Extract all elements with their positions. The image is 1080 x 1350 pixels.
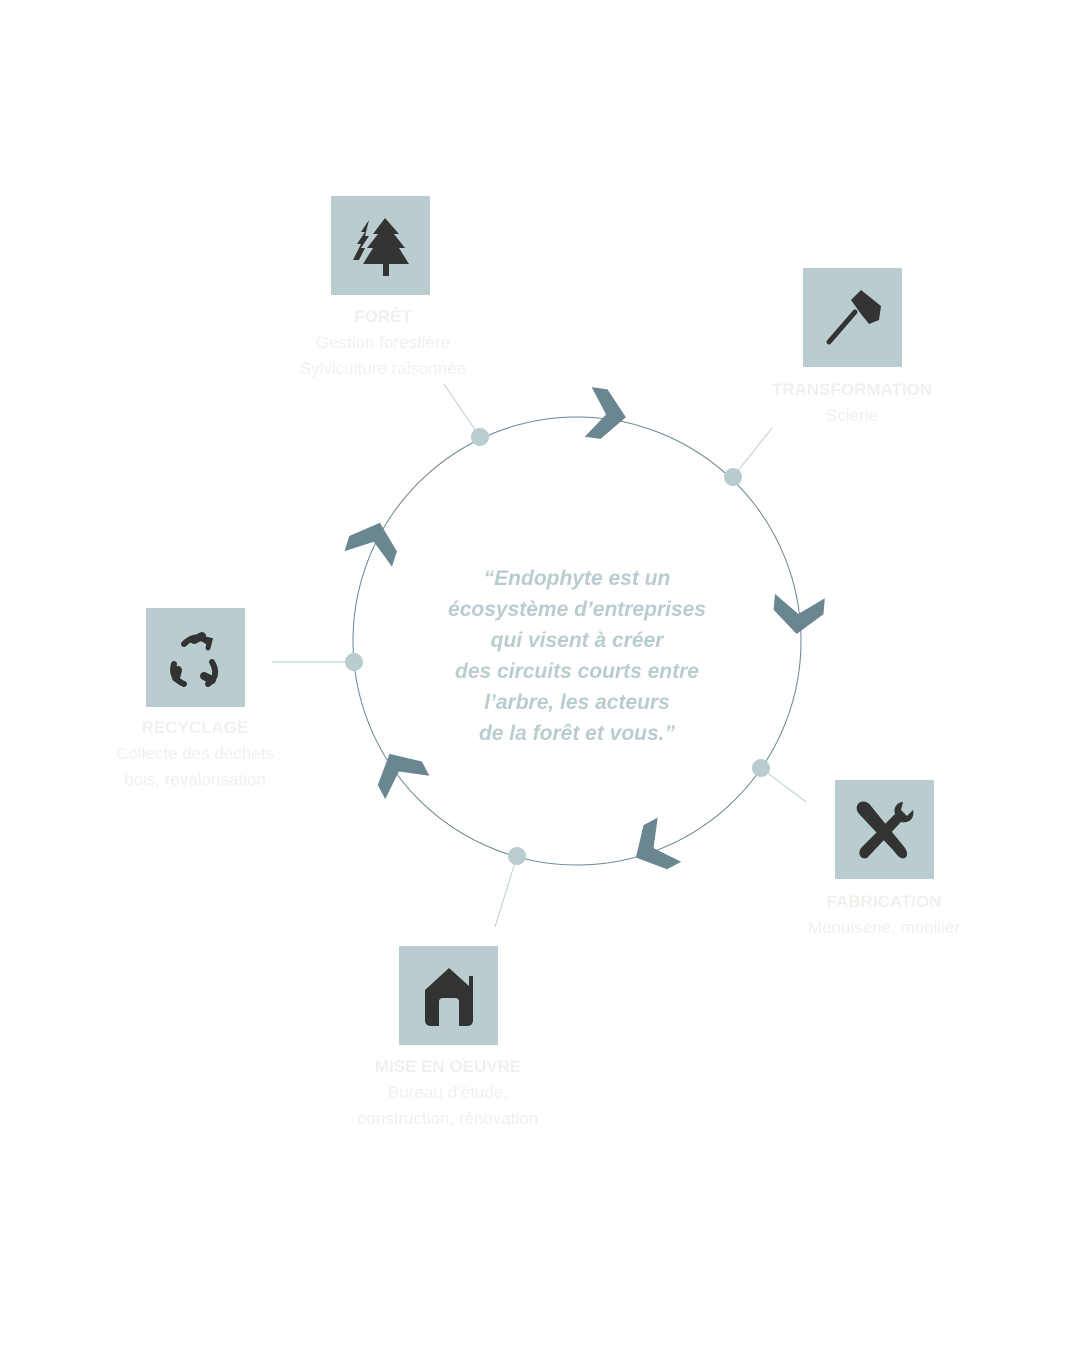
stage-description: construction, rénovation <box>357 1109 539 1128</box>
stage-mise-en-oeuvre-icon-box <box>399 946 498 1045</box>
quote-line: de la forêt et vous.” <box>478 722 676 745</box>
stage-title: RECYCLAGE <box>141 718 249 737</box>
chevron-arrow-icon <box>584 387 626 439</box>
leader-line-mise-en-oeuvre <box>494 855 518 928</box>
chevron-arrow-icon <box>344 522 397 567</box>
stage-description: bois, revalorisation <box>124 770 266 789</box>
chevron-arrow-icon <box>773 593 825 634</box>
stage-description: Scierie <box>826 406 878 425</box>
chevron-arrow-icon <box>377 753 430 800</box>
quote-line: écosystème d’entreprises <box>448 598 706 621</box>
tree-icon <box>352 217 409 276</box>
cycle-circle <box>352 416 802 866</box>
stage-title: MISE EN OEUVRE <box>374 1057 522 1076</box>
leader-line-fabrication <box>760 767 807 803</box>
house-icon <box>424 967 473 1026</box>
stage-description: Menuiserie, mobilier <box>807 918 961 937</box>
stage-transformation-label: TRANSFORMATION Scierie <box>722 377 982 429</box>
node-dot-mise-en-oeuvre <box>508 847 526 865</box>
leader-line-transformation <box>732 427 773 478</box>
stage-description: Gestion forestière <box>315 333 451 352</box>
quote-text: “Endophyte est un écosystème d’entrepris… <box>417 563 737 749</box>
stage-description: Collecte des déchets <box>116 744 274 763</box>
stage-title: FORÊT <box>354 307 412 326</box>
quote-line: qui visent à créer <box>490 629 664 652</box>
stage-fabrication-label: FABRICATION Menuiserie, mobilier <box>754 889 1014 941</box>
node-dot-transformation <box>724 468 742 486</box>
stage-fabrication-icon-box <box>835 780 934 879</box>
axe-icon <box>826 289 881 344</box>
quote-line: “Endophyte est un <box>483 567 671 590</box>
stage-title: TRANSFORMATION <box>771 380 933 399</box>
recycle-icon <box>169 631 218 687</box>
node-dot-recyclage <box>345 653 363 671</box>
leader-line-foret <box>443 383 481 438</box>
node-dot-foret <box>471 428 489 446</box>
stage-foret-label: FORÊT Gestion forestière Sylviculture ra… <box>253 304 513 382</box>
stage-recyclage-label: RECYCLAGE Collecte des déchets bois, rev… <box>65 715 325 793</box>
tools-icon <box>856 801 913 858</box>
stage-title: FABRICATION <box>826 892 942 911</box>
stage-description: Bureau d’étude, <box>387 1083 509 1102</box>
quote-line: des circuits courts entre <box>455 660 699 683</box>
stage-recyclage-icon-box <box>146 608 245 707</box>
stage-transformation-icon-box <box>803 268 902 367</box>
quote-line: l’arbre, les acteurs <box>484 691 670 714</box>
stage-description: Sylviculture raisonnée <box>299 359 467 378</box>
stage-foret-icon-box <box>331 196 430 295</box>
node-dot-fabrication <box>752 759 770 777</box>
stage-mise-en-oeuvre-label: MISE EN OEUVRE Bureau d’étude, construct… <box>318 1054 578 1132</box>
chevron-arrow-icon <box>635 817 682 870</box>
